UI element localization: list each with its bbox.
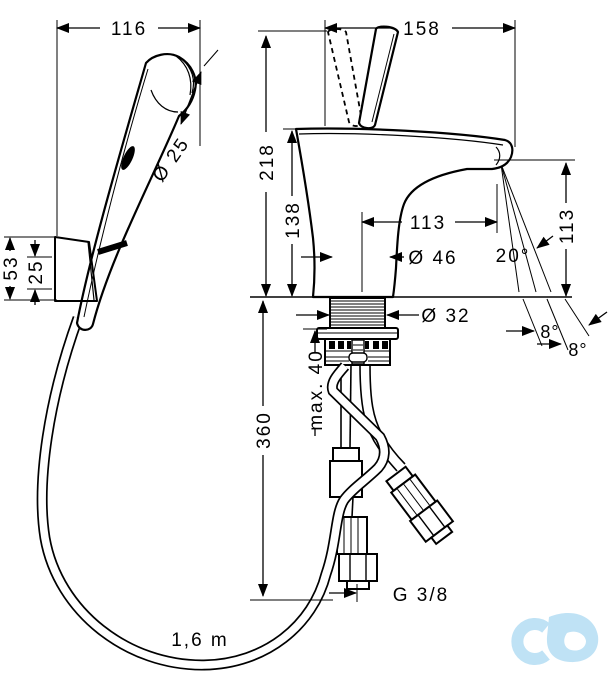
shower-holder-bracket [54,236,98,302]
dim-label-360: 360 [254,411,275,449]
dim-spout-reach: 113 [361,184,498,292]
dim-label-8deg-right: 8° [568,340,587,360]
faucet-handle-dashed-position [327,28,363,127]
dim-below-deck-length: 360 [250,300,333,601]
faucet-body [294,127,514,299]
dim-handshower-width: 116 [56,19,201,236]
cd-watermark-logo [511,613,599,665]
supply-hose-angled [359,364,455,546]
dim-max-deck-thickness: max. 40 [303,328,327,436]
head-neck-line [150,89,179,113]
spout-top-edge-line [298,132,504,146]
dim-label-113-height: 113 [557,208,578,244]
shower-hose [36,316,390,671]
dim-label-hose-length: 1,6 m [171,630,229,651]
hex-nut [338,553,378,582]
dim-connection-thread: G 3/8 [329,584,449,606]
dim-base-diameter: Ø 46 [301,248,457,269]
dim-outlet-height: 113 [494,159,578,297]
dim-label-113-reach: 113 [410,213,446,234]
dim-label-158: 158 [403,19,441,40]
dim-label-218: 218 [257,143,278,181]
dim-label-116: 116 [111,19,147,40]
dim-label-8deg-left: 8° [540,322,559,342]
dim-label-max40: max. 40 [306,349,327,431]
dim-faucet-width: 158 [324,19,516,147]
logo-c-glyph [511,618,550,665]
faucet-handle [357,25,400,130]
dim-label-25: 25 [26,259,47,284]
mounting-hardware [316,297,399,366]
dim-total-height: 218 [257,30,327,297]
dim-label-d32: Ø 32 [421,306,470,327]
dim-holder: 53 25 [1,236,57,305]
logo-d-glyph [546,613,599,663]
dim-stream-angles-8deg: 8° 8° [506,298,608,360]
grip-band [97,240,128,255]
dim-label-g38: G 3/8 [393,585,449,606]
dim-label-20deg: 20° [496,246,531,267]
handle-contour-line [83,68,149,318]
dim-label-138: 138 [283,201,304,239]
dim-shank-diameter: Ø 32 [296,306,470,327]
dim-label-d46: Ø 46 [408,248,457,269]
water-stream-lines [500,163,552,293]
shower-control-button [121,146,135,170]
dim-stream-angle: 20° [496,235,554,267]
dim-label-53: 53 [1,255,22,280]
aerator-line [495,146,501,166]
dim-spout-height: 138 [283,128,304,297]
